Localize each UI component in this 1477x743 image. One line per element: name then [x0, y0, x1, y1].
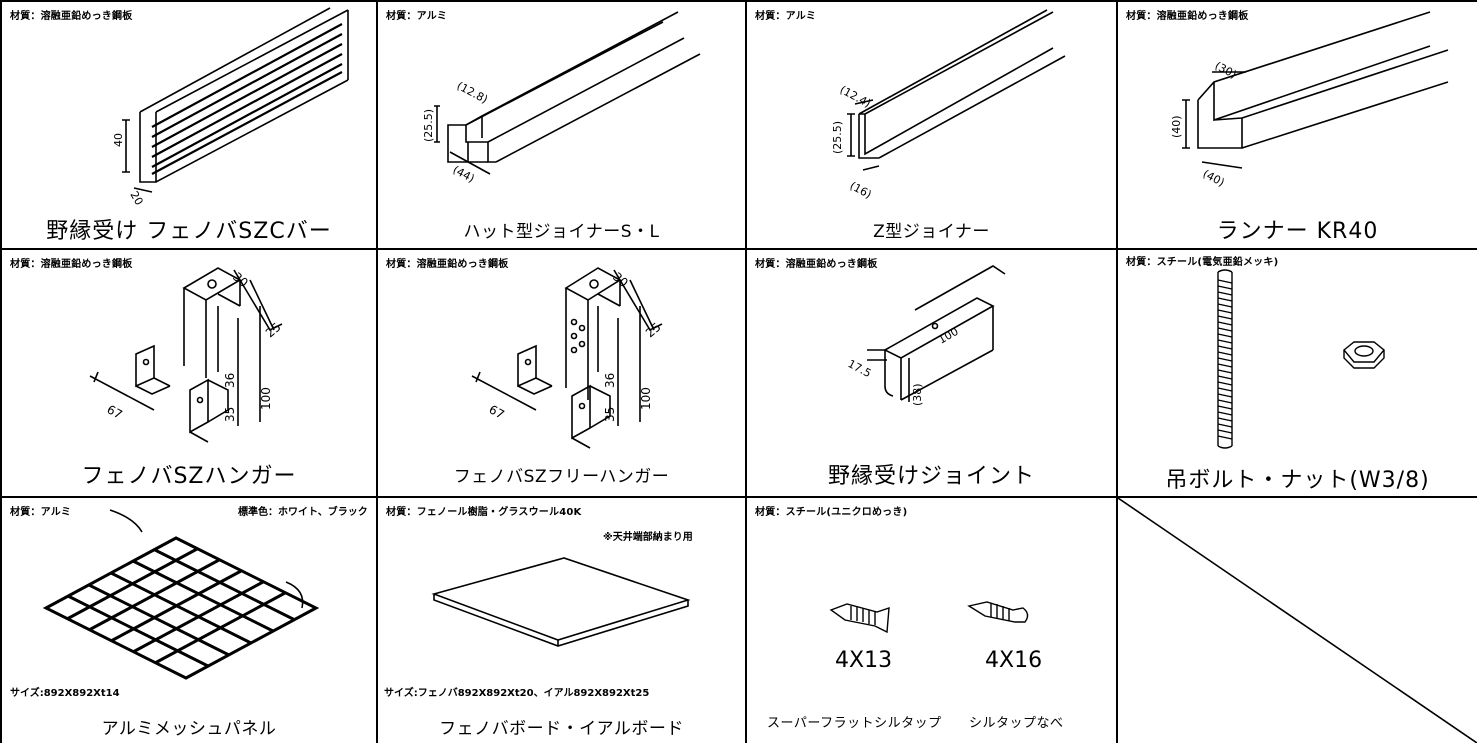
- part-name: Z型ジョイナー: [873, 222, 990, 242]
- dim-upper: 36: [603, 373, 617, 388]
- sz-free-hanger-drawing: 30 25 36 100 35 67: [471, 267, 664, 449]
- material-label: 材質：アルミ: [755, 11, 817, 22]
- material-label: 材質：溶融亜鉛めっき鋼板: [10, 259, 133, 270]
- cell-z-joiner: 材質：アルミ (12.4) (25.5) (16) Z型ジョイナー: [747, 2, 1116, 248]
- size-label: サイズ:892X892Xt14: [10, 688, 120, 699]
- part-name: フェノバボード・イアルボード: [439, 719, 684, 739]
- grid-line-row1: [0, 248, 1477, 250]
- dim-width: (44): [451, 163, 477, 185]
- part-name: アルミメッシュパネル: [101, 719, 277, 739]
- dim-upper: 36: [223, 373, 237, 388]
- cell-board: 材質：フェノール樹脂・グラスウール40K ※天井端部納まり用 サイズ:フェノバ8…: [378, 498, 745, 743]
- dim-depth: 67: [487, 402, 507, 422]
- part-name: 野縁受け フェノバSZCバー: [46, 219, 332, 244]
- z-joiner-drawing: (12.4) (25.5) (16): [831, 9, 1066, 201]
- empty-cell-diagonal: [1118, 498, 1477, 743]
- part-name: ハット型ジョイナーS・L: [463, 222, 660, 242]
- dim-length: 100: [936, 325, 961, 347]
- material-label: 材質：溶融亜鉛めっき鋼板: [755, 259, 878, 270]
- part-name: ランナー KR40: [1216, 219, 1379, 244]
- dim-height: (40): [1170, 115, 1183, 138]
- dim-top: (12.4): [838, 83, 873, 110]
- part-name: 吊ボルト・ナット(W3/8): [1165, 468, 1430, 493]
- material-label: 材質：溶融亜鉛めっき鋼板: [386, 259, 509, 270]
- dim-bottom: (16): [848, 179, 874, 201]
- dim-lower: 35: [223, 407, 237, 422]
- material-label: 材質：溶融亜鉛めっき鋼板: [1126, 11, 1249, 22]
- cell-sz-free-hanger: 材質：溶融亜鉛めっき鋼板 30 25 36 100 35 67: [378, 250, 745, 496]
- grid-line-col3: [1116, 0, 1118, 743]
- screw2-size: 4X16: [985, 648, 1043, 673]
- dim-width: (40): [1201, 167, 1227, 189]
- dim-height: (38): [911, 383, 924, 406]
- szc-bar-drawing: 40 20: [112, 7, 349, 208]
- dim-lower: 35: [603, 407, 617, 422]
- runner-drawing: (30) (40) (40): [1170, 11, 1449, 189]
- material-label: 材質：スチール(ユニクロめっき): [755, 507, 908, 518]
- bolt-nut-drawing: [1217, 269, 1385, 449]
- cell-bar-joint: 材質：溶融亜鉛めっき鋼板 100 17.5 (38) 野縁受けジョイント: [747, 250, 1116, 496]
- hat-joiner-drawing: (25.5) (12.8) (44): [422, 11, 701, 185]
- cell-screws: 材質：スチール(ユニクロめっき) 4X13 4X16 スーパーフラットシルタップ…: [747, 498, 1116, 743]
- cell-mesh-panel: 材質：アルミ 標準色：ホワイト、ブラック サイズ:892X892Xt14 アルミ…: [2, 498, 376, 743]
- dim-height: (25.5): [831, 121, 844, 154]
- dim-total: 100: [639, 387, 653, 410]
- screws-drawing: [829, 601, 1029, 634]
- cell-runner: 材質：溶融亜鉛めっき鋼板 (30) (40) (40) ランナー KR40: [1118, 2, 1477, 248]
- cell-hat-joiner: 材質：アルミ (25.5) (12.8) (44) ハット型ジョイナーS・L: [378, 2, 745, 248]
- size-label: サイズ:フェノバ892X892Xt20、イアル892X892Xt25: [384, 688, 650, 699]
- sz-hanger-drawing: 30 25 36 100 35 67: [89, 267, 284, 443]
- cell-szc-bar: 材質：溶融亜鉛めっき鋼板 40 20 野縁受け フェノバSZCバー: [2, 2, 376, 248]
- dim-top: (12.8): [455, 79, 490, 106]
- cell-empty: [1118, 498, 1477, 743]
- part-name: 野縁受けジョイント: [827, 464, 1035, 489]
- note-label: ※天井端部納まり用: [603, 532, 693, 543]
- dim-depth: 67: [105, 402, 125, 422]
- cell-sz-hanger: 材質：溶融亜鉛めっき鋼板 30 25 36 100 35 67 フェノバSZハン…: [2, 250, 376, 496]
- dim-top: 30: [610, 270, 631, 291]
- cell-bolt-nut: 材質：スチール(電気亜鉛メッキ) 吊ボルト・ナット(W3/8): [1118, 250, 1477, 496]
- dim-top: 30: [230, 270, 251, 291]
- mesh-panel-drawing: [42, 509, 320, 680]
- screw1-size: 4X13: [835, 648, 893, 673]
- part-name: フェノバSZフリーハンガー: [453, 467, 670, 487]
- grid-line-row2: [0, 496, 1477, 498]
- dim-total: 100: [259, 387, 273, 410]
- dim-width: 20: [127, 189, 145, 208]
- screw2-name: シルタップなべ: [969, 716, 1064, 731]
- board-drawing: [431, 557, 691, 647]
- material-label: 材質：溶融亜鉛めっき鋼板: [10, 11, 133, 22]
- grid-line-col1: [376, 0, 378, 743]
- grid-line-col2: [745, 0, 747, 743]
- grid-line-top: [0, 0, 1477, 2]
- grid-line-col0: [0, 0, 2, 743]
- screw1-name: スーパーフラットシルタップ: [767, 716, 942, 731]
- material-label: 材質：アルミ: [386, 11, 448, 22]
- material-label: 材質：スチール(電気亜鉛メッキ): [1126, 257, 1279, 268]
- material-label: 材質：フェノール樹脂・グラスウール40K: [386, 507, 582, 518]
- dim-height: (25.5): [422, 109, 435, 142]
- dim-height: 40: [112, 133, 125, 147]
- bar-joint-drawing: 100 17.5 (38): [846, 265, 1006, 406]
- part-name: フェノバSZハンガー: [81, 464, 297, 489]
- material-label: 材質：アルミ: [10, 507, 72, 518]
- standard-color-label: 標準色：ホワイト、ブラック: [238, 507, 368, 518]
